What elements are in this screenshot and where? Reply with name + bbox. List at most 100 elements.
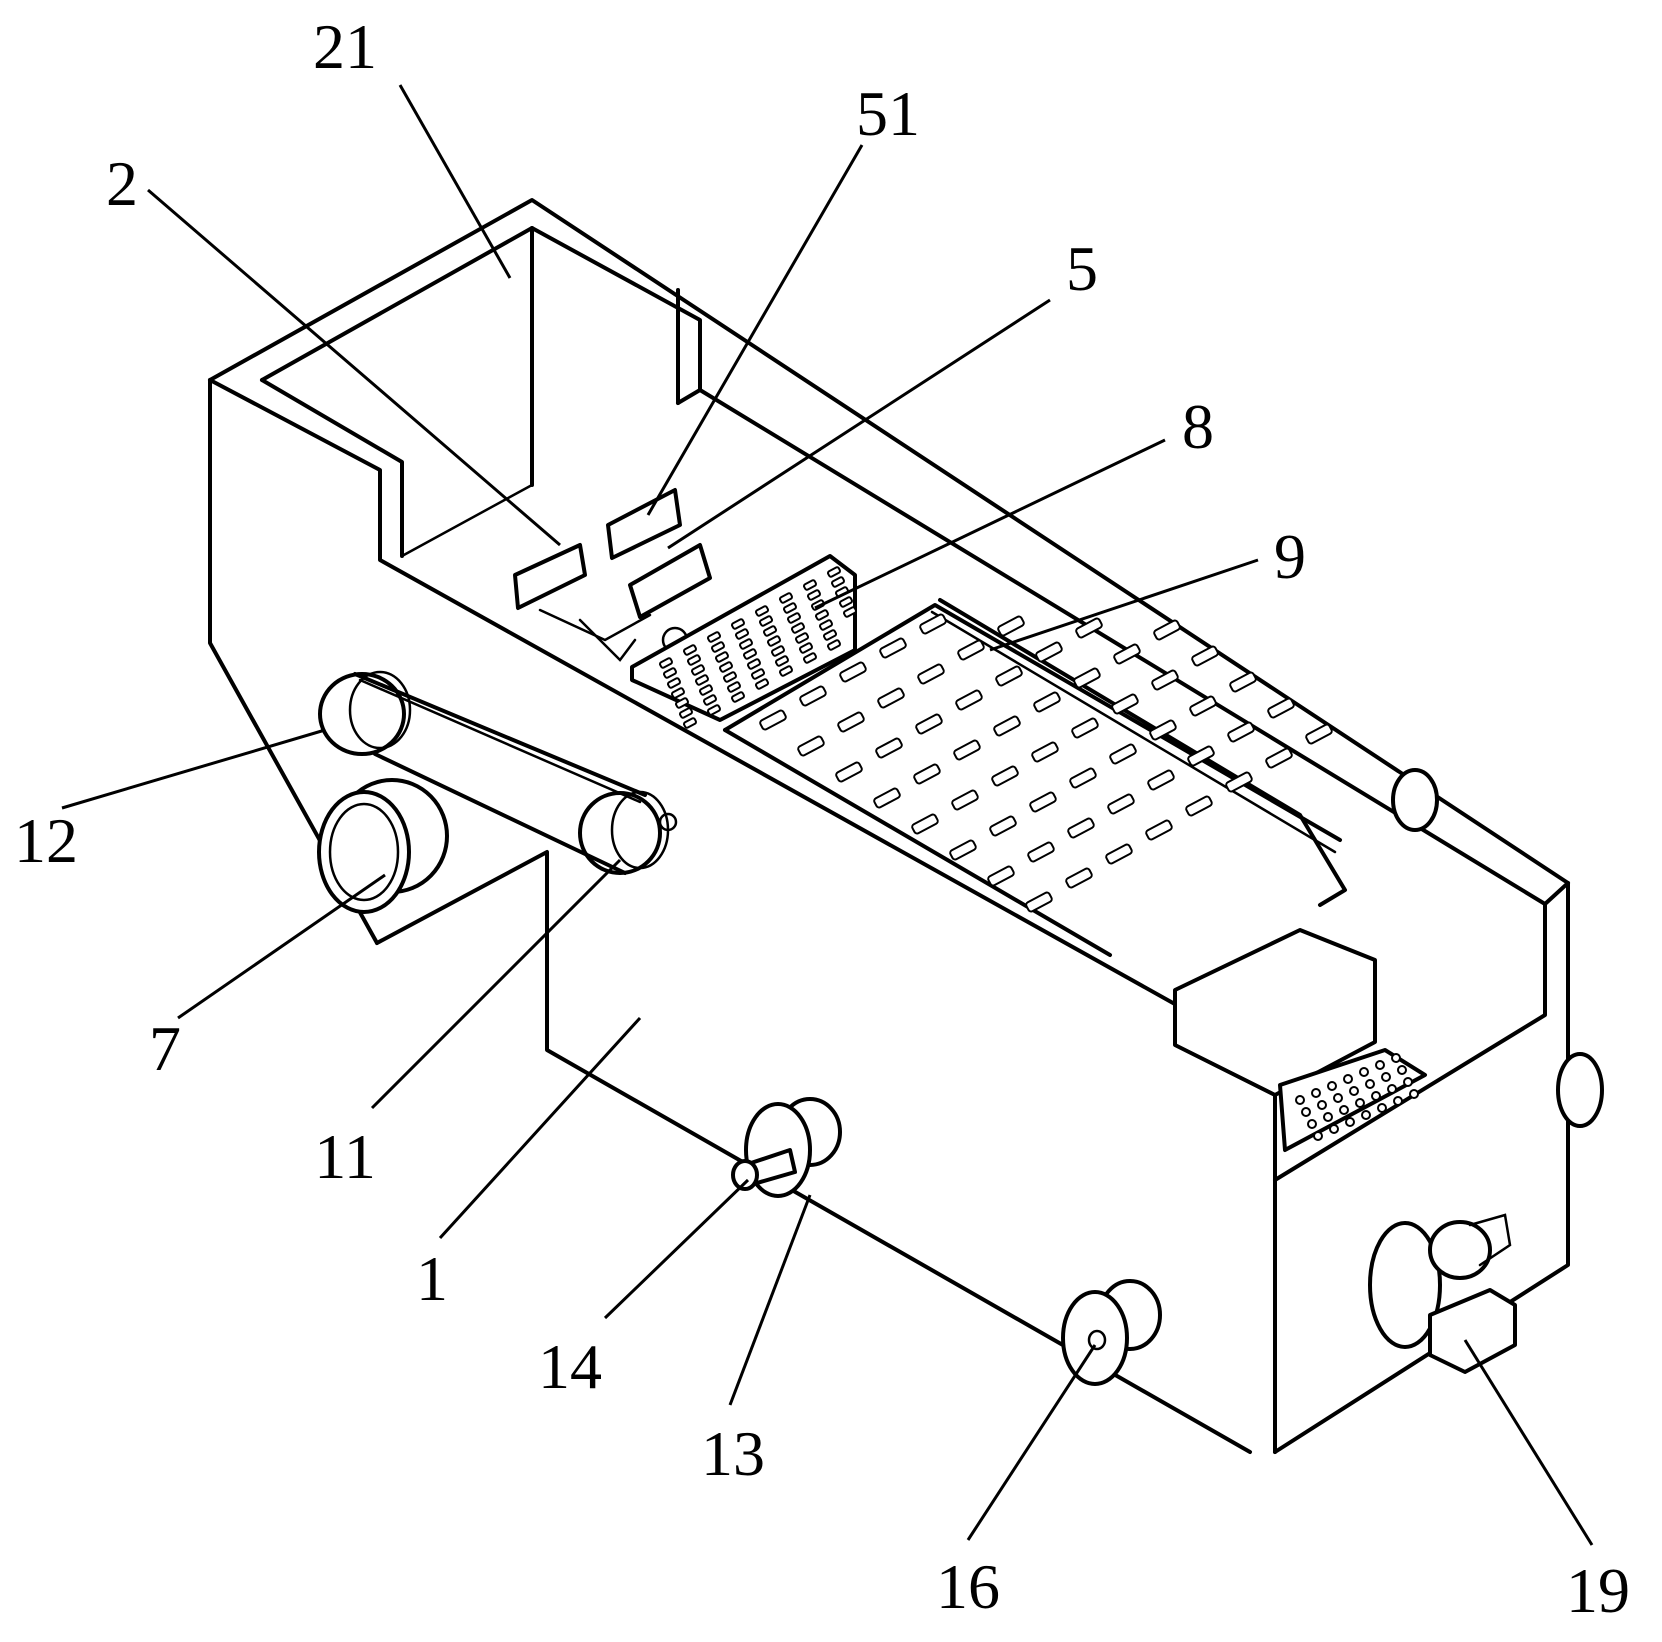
belt-slat [1031, 741, 1059, 763]
mesh-hole [1393, 1096, 1403, 1106]
belt-slat [1025, 891, 1053, 913]
belt-slat [917, 663, 945, 685]
belt-slat [1033, 691, 1061, 713]
belt-slat [799, 685, 827, 707]
mesh-hole [1355, 1098, 1365, 1108]
belt-slat [1229, 671, 1257, 693]
rear-motors [1391, 768, 1604, 1128]
callout-14: 14 [538, 1331, 602, 1402]
mesh-hole [1317, 1100, 1327, 1110]
mesh-hole [1333, 1093, 1343, 1103]
belt-slat [1109, 743, 1137, 765]
belt-slat [1225, 771, 1253, 793]
screen-hole [754, 678, 770, 690]
mesh-hole [1371, 1091, 1381, 1101]
screen-hole [690, 664, 706, 676]
belt-slat [1105, 843, 1133, 865]
screen-hole [814, 609, 830, 621]
belt-slat [759, 709, 787, 731]
belt-slat [1069, 767, 1097, 789]
callout-51: 51 [856, 78, 920, 149]
screen-hole [730, 618, 746, 630]
belt-slat [1151, 669, 1179, 691]
screen-hole [782, 602, 798, 614]
screen-hole [718, 661, 734, 673]
callout-19: 19 [1566, 1555, 1630, 1626]
screen-hole [826, 566, 842, 578]
callout-8: 8 [1182, 391, 1214, 462]
screen-hole [754, 605, 770, 617]
screen-hole [802, 652, 818, 664]
flange-16 [1061, 1279, 1162, 1386]
mesh-hole [1345, 1117, 1355, 1127]
belt-slat [991, 765, 1019, 787]
screen-plate [630, 554, 858, 729]
belt-slat [1185, 795, 1213, 817]
callout-1: 1 [416, 1243, 448, 1314]
screen-hole [750, 668, 766, 680]
screen-hole [826, 639, 842, 651]
belt-slat [1067, 817, 1095, 839]
screen-hole [798, 642, 814, 654]
screen-hole [818, 619, 834, 631]
belt-slat [1027, 841, 1055, 863]
screen-hole [734, 628, 750, 640]
belt-slat [1029, 791, 1057, 813]
screen-hole [758, 615, 774, 627]
belt-slat [911, 813, 939, 835]
belt-slat [1071, 717, 1099, 739]
screen-hole [842, 606, 858, 618]
screen-hole [710, 641, 726, 653]
screen-hole [702, 694, 718, 706]
mesh-hole [1313, 1131, 1323, 1141]
screen-hole [786, 612, 802, 624]
screen-hole [738, 638, 754, 650]
screen-hole [746, 658, 762, 670]
mesh-hole [1339, 1105, 1349, 1115]
mesh-hole [1387, 1084, 1397, 1094]
belt-slat [913, 763, 941, 785]
callouts: 21 51 2 5 8 9 12 7 11 1 14 13 16 19 [14, 11, 1630, 1626]
belt-slat [1189, 695, 1217, 717]
mesh-hole [1349, 1086, 1359, 1096]
belt-slat [951, 789, 979, 811]
belt-slat [1145, 819, 1173, 841]
belt-slat [1191, 645, 1219, 667]
screen-hole [678, 707, 694, 719]
belt-slat [1153, 619, 1181, 641]
screen-hole [770, 645, 786, 657]
mesh-hole [1359, 1067, 1369, 1077]
callout-21: 21 [313, 11, 377, 82]
belt-slat [837, 711, 865, 733]
screen-hole [838, 596, 854, 608]
belt-slat [835, 761, 863, 783]
belt-slat [987, 865, 1015, 887]
screen-hole [670, 687, 686, 699]
screen-hole [742, 648, 758, 660]
callout-16: 16 [936, 1551, 1000, 1622]
mesh-hole [1377, 1103, 1387, 1113]
belt-slat [1149, 719, 1177, 741]
belt-slat [957, 639, 985, 661]
belt-slat [1035, 641, 1063, 663]
mesh-hole [1391, 1053, 1401, 1063]
crusher-assembly [513, 488, 712, 662]
discharge-block [1173, 928, 1427, 1152]
screen-hole [778, 592, 794, 604]
belt-slat [879, 637, 907, 659]
belt-slat [1111, 693, 1139, 715]
mesh-hole [1323, 1112, 1333, 1122]
screen-hole [766, 635, 782, 647]
belt-slat [915, 713, 943, 735]
mesh-hole [1375, 1060, 1385, 1070]
belt-slat [949, 839, 977, 861]
mesh-hole [1343, 1074, 1353, 1084]
belt-slat [873, 787, 901, 809]
callout-2: 2 [106, 148, 138, 219]
screen-hole [822, 629, 838, 641]
callout-9: 9 [1274, 521, 1306, 592]
mesh-hole [1329, 1124, 1339, 1134]
callout-13: 13 [701, 1418, 765, 1489]
screen-hole [714, 651, 730, 663]
